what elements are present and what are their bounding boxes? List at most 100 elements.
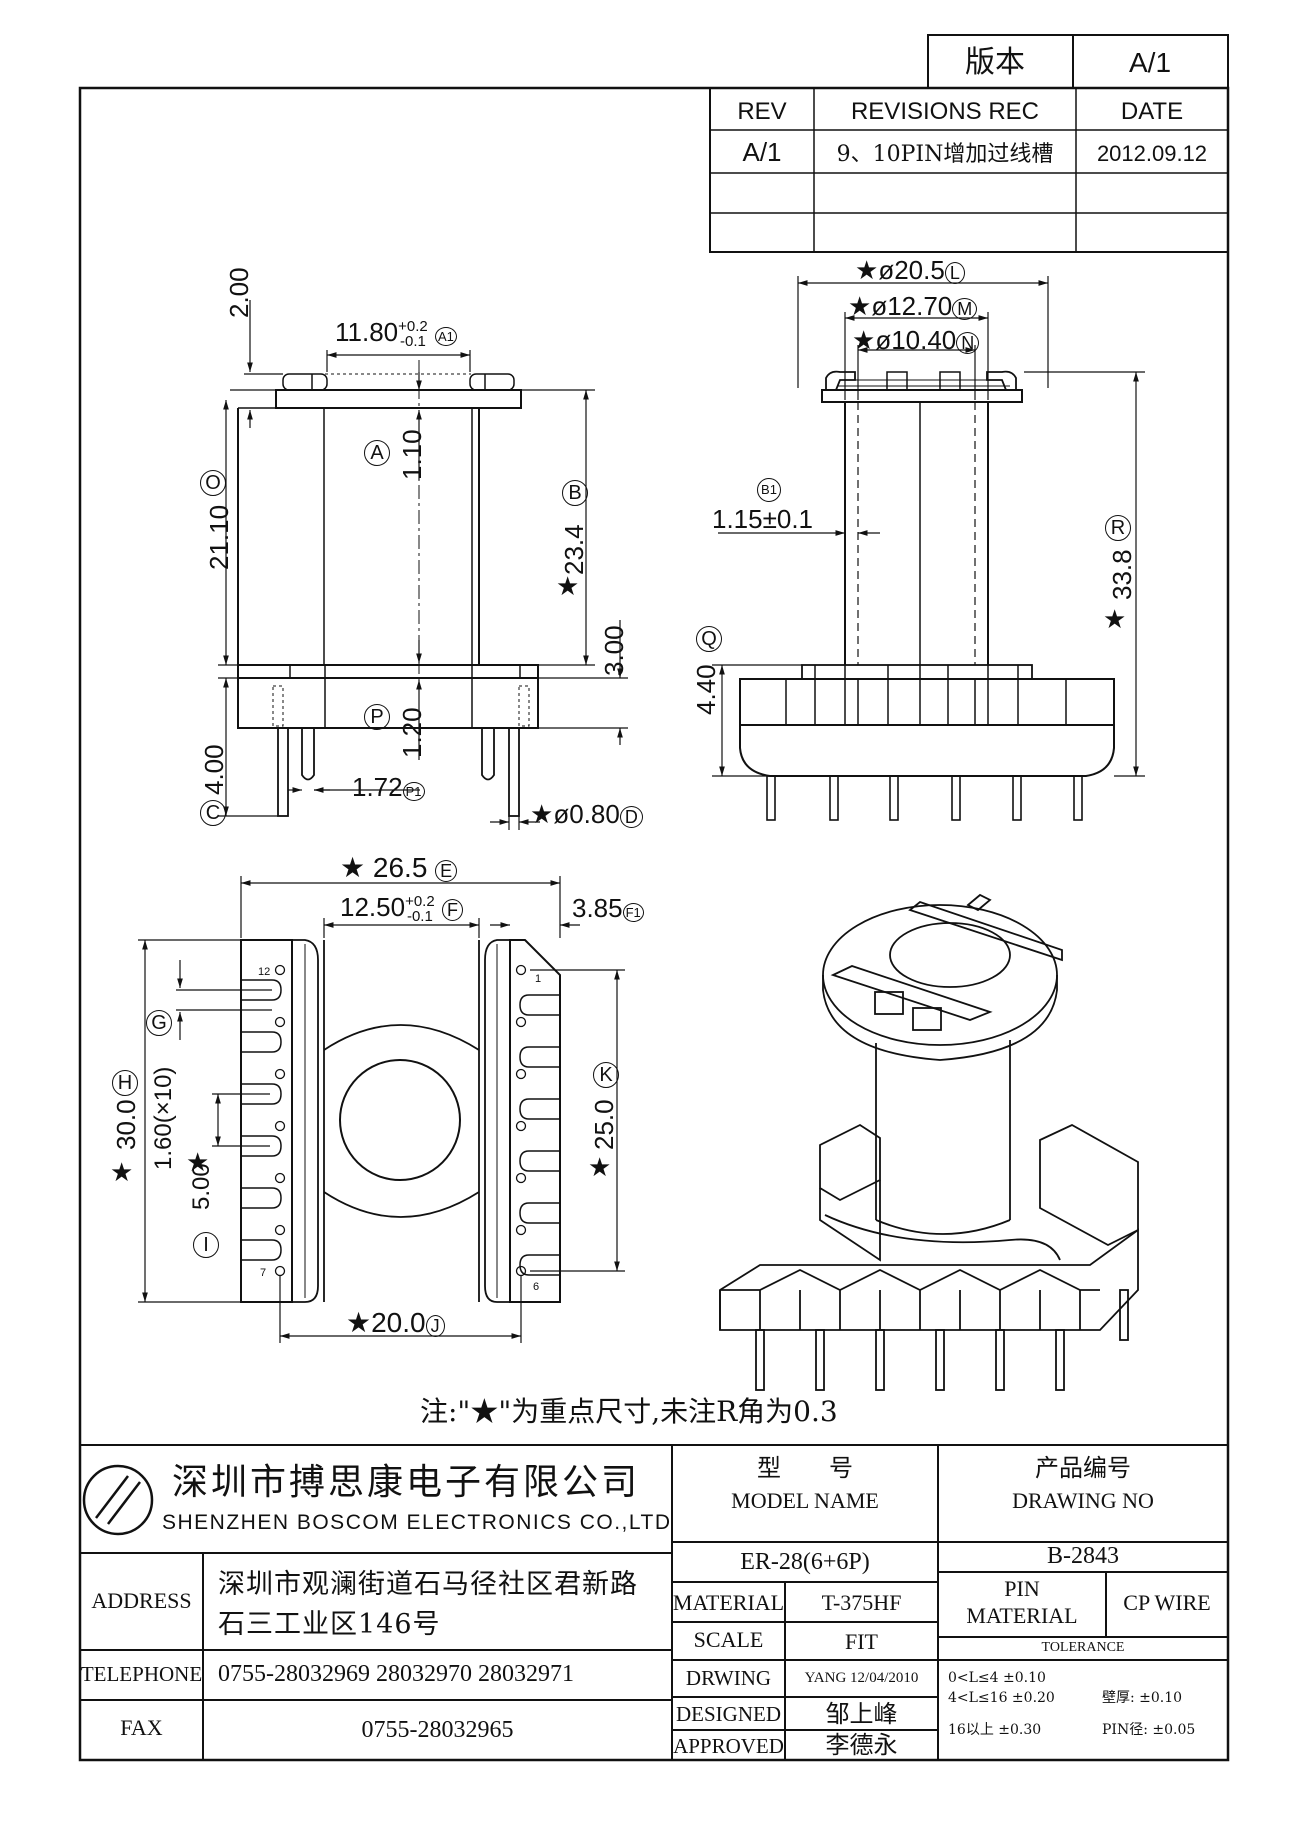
isometric-view	[719, 893, 1139, 1391]
scale-label: SCALE	[693, 1627, 764, 1652]
pin-label-12: 12	[258, 966, 270, 978]
dim-r-mark: R	[1105, 515, 1131, 541]
fax-value: 0755-28032965	[361, 1717, 514, 1743]
approved-value: 李德永	[825, 1731, 898, 1759]
address-label: ADDRESS	[91, 1588, 192, 1613]
dim-j-value: 20.0	[371, 1307, 426, 1338]
scale-value: FIT	[845, 1629, 878, 1654]
version-label: 版本	[965, 45, 1025, 80]
dim-b1: 1.15±0.1	[712, 504, 814, 534]
dim-k: 25.0	[589, 1099, 619, 1150]
company-logo	[82, 1464, 154, 1536]
dim-p1-mark: P1	[402, 782, 425, 801]
drawing-border	[78, 86, 1230, 1762]
dim-l-star: ★	[855, 255, 879, 285]
dim-j-mark: J	[425, 1315, 445, 1337]
company-name-en: SHENZHEN BOSCOM ELECTRONICS CO.,LTD	[162, 1511, 672, 1534]
dim-f1-mark: F1	[622, 903, 644, 922]
dim-l-mark: L	[944, 262, 965, 284]
dim-c-mark: C	[200, 800, 226, 826]
bottom-view-dimensions	[138, 876, 625, 1343]
version-value: A/1	[1129, 47, 1171, 78]
dim-n-mark: N	[956, 332, 980, 354]
revisions-rec-header: REVISIONS REC	[851, 98, 1039, 125]
dim-b: 23.4	[559, 524, 589, 575]
dim-f-value: 12.50	[340, 892, 406, 922]
designed-label: DESIGNED	[676, 1702, 781, 1726]
dim-n-value: ø10.40	[875, 325, 957, 355]
dim-d-mark: D	[619, 806, 643, 828]
dim-top-height: 2.00	[224, 267, 254, 318]
dim-a1-mark: A1	[435, 327, 457, 346]
dim-e: ★ 26.5 E	[340, 852, 458, 884]
pin-label-7: 7	[260, 1267, 266, 1279]
dim-o: 21.10	[204, 504, 234, 570]
designed-value: 邹上峰	[825, 1700, 898, 1728]
dim-three: 3.00	[599, 625, 629, 676]
dim-h: 30.0	[111, 1099, 141, 1150]
model-label-en: MODEL NAME	[731, 1488, 879, 1513]
dim-i: 5.00	[188, 1163, 215, 1210]
front-view	[237, 360, 539, 817]
rev-header: REV	[737, 98, 786, 125]
pin-label-6: 6	[533, 1281, 539, 1293]
dim-f-mark: F	[441, 899, 463, 921]
dim-b-star: ★	[556, 572, 580, 601]
dim-e-value: 26.5	[372, 852, 428, 883]
dim-g-mark: G	[146, 1010, 172, 1036]
dim-c: 4.00	[199, 744, 229, 795]
fax-label: FAX	[120, 1715, 163, 1740]
dim-a: 1.10	[397, 429, 427, 480]
rev-row1-date: 2012.09.12	[1097, 141, 1207, 166]
dim-a-mark: A	[364, 440, 390, 466]
dim-p1-value: 1.72	[352, 772, 403, 802]
side-view	[739, 370, 1115, 821]
drawing-label-cn: 产品编号	[1035, 1454, 1131, 1482]
drawing-value: B-2843	[1047, 1543, 1119, 1569]
rev-row1-rec: 9、10PIN增加过线槽	[837, 142, 1054, 167]
dim-h-mark: H	[112, 1070, 138, 1096]
dim-a1: 11.80+0.2-0.1 A1	[335, 317, 457, 351]
model-label-cn: 型 号	[757, 1454, 853, 1482]
dim-a1-tol-plus: +0.2	[398, 318, 428, 336]
dim-r: 33.8	[1107, 549, 1137, 600]
dim-b1-mark: B1	[757, 478, 781, 502]
dim-i-mark: I	[193, 1232, 219, 1258]
dim-o-mark: O	[200, 470, 226, 496]
title-block-grid	[80, 1444, 1228, 1760]
dim-e-star: ★	[340, 852, 366, 883]
dim-a1-value: 11.80	[335, 317, 399, 347]
material-label: MATERIAL	[672, 1590, 785, 1615]
version-box: 版本 A/1	[927, 34, 1229, 89]
telephone-label: TELEPHONE	[80, 1662, 203, 1686]
tolerance-pin: PIN径: ±0.05	[1102, 1722, 1196, 1738]
dim-h-star: ★	[110, 1158, 134, 1187]
address-line-2: 石三工业区146号	[218, 1609, 441, 1640]
material-value: T-375HF	[821, 1590, 902, 1615]
revision-table: REV REVISIONS REC DATE A/1 9、10PIN增加过线槽 …	[709, 87, 1229, 253]
dim-m-value: ø12.70	[871, 291, 953, 321]
dim-a1-tol-minus: -0.1	[400, 333, 426, 351]
dim-f1-value: 3.85	[572, 893, 623, 923]
pin-label-1: 1	[535, 973, 541, 985]
drwing-value: YANG 12/04/2010	[804, 1670, 919, 1686]
tolerance-wall: 壁厚: ±0.10	[1102, 1690, 1183, 1706]
dim-d-star: ★	[530, 799, 554, 829]
dim-f-tol-minus: -0.1	[406, 908, 433, 926]
dim-j-star: ★	[346, 1307, 372, 1338]
approved-label: APPROVED	[673, 1734, 784, 1758]
dim-m-star: ★	[848, 291, 872, 321]
tolerance-row-1: 0<L≤4 ±0.10	[948, 1670, 1046, 1686]
side-view-dimensions	[712, 276, 1145, 777]
dim-n-star: ★	[852, 325, 876, 355]
rev-row1-rev: A/1	[742, 137, 781, 167]
dim-q-mark: Q	[696, 626, 722, 652]
